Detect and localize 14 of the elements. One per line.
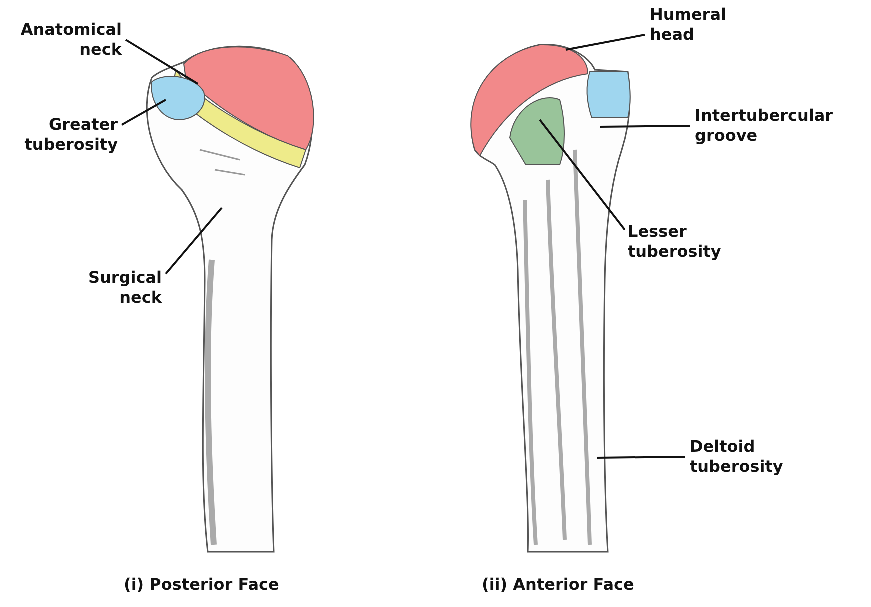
- leader-line: [600, 125, 690, 128]
- part-label: Greater tuberosity: [14, 115, 118, 155]
- part-label: Surgical neck: [70, 268, 162, 308]
- part-label: Lesser tuberosity: [628, 222, 738, 262]
- part-label: Humeral head: [650, 5, 745, 45]
- leader-line: [125, 39, 199, 85]
- part-label: Intertubercular groove: [695, 106, 855, 146]
- part-label: Deltoid tuberosity: [690, 437, 800, 477]
- leader-line: [122, 99, 166, 126]
- leader-line: [566, 34, 646, 51]
- part-label: Anatomical neck: [10, 20, 122, 60]
- leader-line: [539, 119, 626, 231]
- leader-line: [596, 456, 686, 459]
- leader-line: [165, 207, 223, 275]
